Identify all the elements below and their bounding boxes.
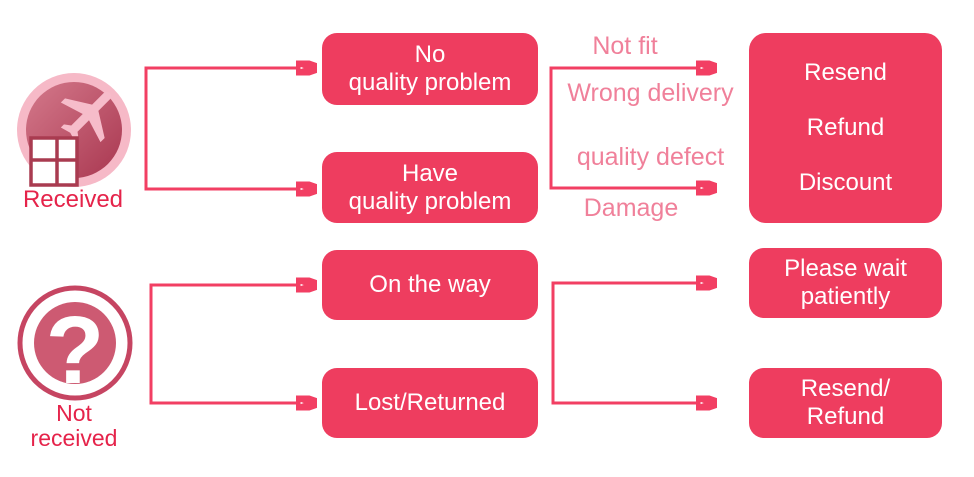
label-quality-defect: quality defect — [576, 143, 725, 171]
box-have-quality-problem: Have quality problem — [322, 152, 538, 223]
box-resend-refund: Resend/ Refund — [749, 368, 942, 438]
connector-not-received-branches — [149, 285, 297, 403]
box-lost-returned: Lost/Returned — [322, 368, 538, 438]
label-not-fit: Not fit — [592, 32, 658, 60]
outcome-resend: Resend — [804, 59, 887, 87]
connector-shipping-outcomes — [551, 283, 697, 403]
caption-received: Received — [22, 186, 124, 213]
label-damage: Damage — [583, 194, 679, 222]
outcome-discount: Discount — [798, 168, 893, 196]
qmark-outer-ring — [17, 285, 133, 401]
question-mark-icon: ? — [46, 297, 105, 403]
qmark-inner-circle — [34, 302, 116, 384]
received-icon — [17, 73, 131, 187]
box-on-the-way: On the way — [322, 250, 538, 320]
not-received-icon: ? — [17, 285, 133, 403]
label-wrong-delivery: Wrong delivery — [567, 79, 734, 107]
box-resolution-options: Resend Refund Discount — [749, 33, 942, 223]
outcome-refund: Refund — [806, 113, 885, 141]
airplane-icon — [60, 91, 112, 143]
parcel-icon — [29, 136, 79, 187]
connector-received-branches — [144, 68, 297, 189]
connector-quality-outcomes — [549, 68, 697, 188]
box-no-quality-problem: No quality problem — [322, 33, 538, 105]
caption-not-received: Not received — [30, 400, 118, 452]
box-please-wait: Please wait patiently — [749, 248, 942, 318]
